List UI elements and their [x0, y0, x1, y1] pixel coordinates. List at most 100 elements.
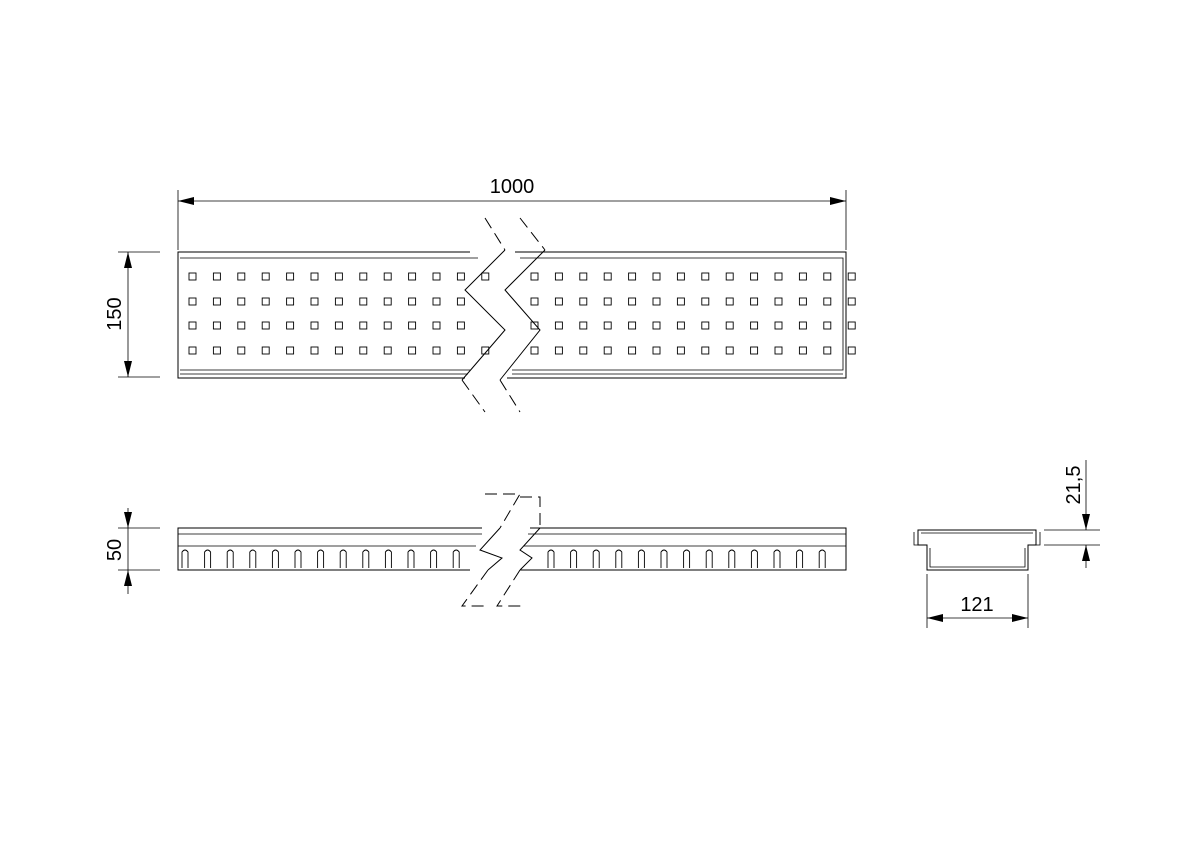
width-label: 150 [104, 297, 126, 330]
break-dash-side-1 [485, 493, 521, 529]
break-line-top-left [461, 249, 506, 381]
dimension-section-depth: 21,5 [1044, 460, 1100, 568]
grid-hole [530, 272, 539, 281]
grid-hole [188, 346, 197, 355]
grid-hole [603, 297, 612, 306]
break-dash-bottom-1 [461, 379, 486, 413]
grid-hole [847, 346, 856, 355]
side-slot [728, 549, 736, 568]
break-dash-side-4 [496, 569, 525, 607]
grid-hole [188, 272, 197, 281]
grid-hole [310, 321, 319, 330]
top-view-outline-right [507, 251, 847, 379]
break-dash-top-1 [484, 217, 506, 251]
top-view [177, 217, 856, 413]
side-slot [637, 549, 645, 568]
grid-hole [456, 346, 465, 355]
side-view-outline-left [177, 527, 482, 571]
grid-hole [847, 297, 856, 306]
grid-hole [750, 272, 759, 281]
grid-hole [798, 321, 807, 330]
grid-hole [456, 297, 465, 306]
grid-hole [432, 346, 441, 355]
grid-hole [701, 321, 710, 330]
grid-hole [261, 272, 270, 281]
grid-hole [554, 272, 563, 281]
grid-hole [652, 321, 661, 330]
grid-hole [847, 272, 856, 281]
side-slot [339, 549, 347, 568]
grid-hole [750, 346, 759, 355]
grid-hole [676, 272, 685, 281]
grid-hole [310, 272, 319, 281]
dimension-width: 150 [104, 251, 160, 378]
grid-hole [456, 272, 465, 281]
side-slot [204, 549, 212, 568]
grid-hole [628, 346, 637, 355]
grid-hole [725, 297, 734, 306]
grid-hole [652, 297, 661, 306]
grid-hole [310, 346, 319, 355]
grid-hole [628, 321, 637, 330]
grid-hole [261, 321, 270, 330]
grid-hole [334, 297, 343, 306]
grid-hole [188, 321, 197, 330]
break-line-side-left [479, 527, 503, 571]
grid-hole [701, 297, 710, 306]
grid-hole [188, 297, 197, 306]
top-view-inner-left [180, 257, 478, 375]
section-depth-label: 21,5 [1063, 466, 1085, 505]
grid-hole [481, 346, 490, 355]
side-slot [407, 549, 415, 568]
side-slot [294, 549, 302, 568]
grid-hole [750, 297, 759, 306]
side-view-inner-right [524, 533, 846, 547]
section-lip-left [913, 532, 918, 546]
grid-hole [212, 346, 221, 355]
side-slot [818, 549, 826, 568]
grid-hole [798, 346, 807, 355]
side-slot [592, 549, 600, 568]
grid-hole [554, 297, 563, 306]
grid-hole [628, 272, 637, 281]
grid-hole [286, 321, 295, 330]
grid-hole [823, 272, 832, 281]
break-dash-side-2 [520, 496, 541, 528]
break-line-top-right [499, 249, 546, 381]
grid-hole [212, 321, 221, 330]
grid-hole [359, 346, 368, 355]
side-slot [384, 549, 392, 568]
grid-hole [237, 321, 246, 330]
grid-hole [334, 321, 343, 330]
section-inner [921, 532, 1033, 568]
grid-hole [823, 297, 832, 306]
grid-hole [554, 321, 563, 330]
grid-hole [408, 321, 417, 330]
side-slot [705, 549, 713, 568]
side-slot [452, 549, 460, 568]
grid-hole [798, 297, 807, 306]
grid-hole [432, 297, 441, 306]
side-slot [430, 549, 438, 568]
grid-hole [652, 346, 661, 355]
grid-hole [261, 346, 270, 355]
length-label: 1000 [490, 176, 535, 198]
break-dash-side-3 [461, 569, 489, 607]
grid-hole [676, 346, 685, 355]
grid-hole [774, 346, 783, 355]
section-width-label: 121 [960, 594, 993, 616]
grid-hole [603, 346, 612, 355]
grid-hole [823, 321, 832, 330]
height-label: 50 [104, 539, 126, 561]
grid-hole [579, 297, 588, 306]
grid-hole [383, 272, 392, 281]
grid-hole [286, 297, 295, 306]
side-slot [181, 549, 189, 568]
side-slot [271, 549, 279, 568]
grid-hole [603, 272, 612, 281]
grid-hole [628, 297, 637, 306]
grid-hole [725, 272, 734, 281]
grid-hole [676, 321, 685, 330]
grid-hole [334, 346, 343, 355]
